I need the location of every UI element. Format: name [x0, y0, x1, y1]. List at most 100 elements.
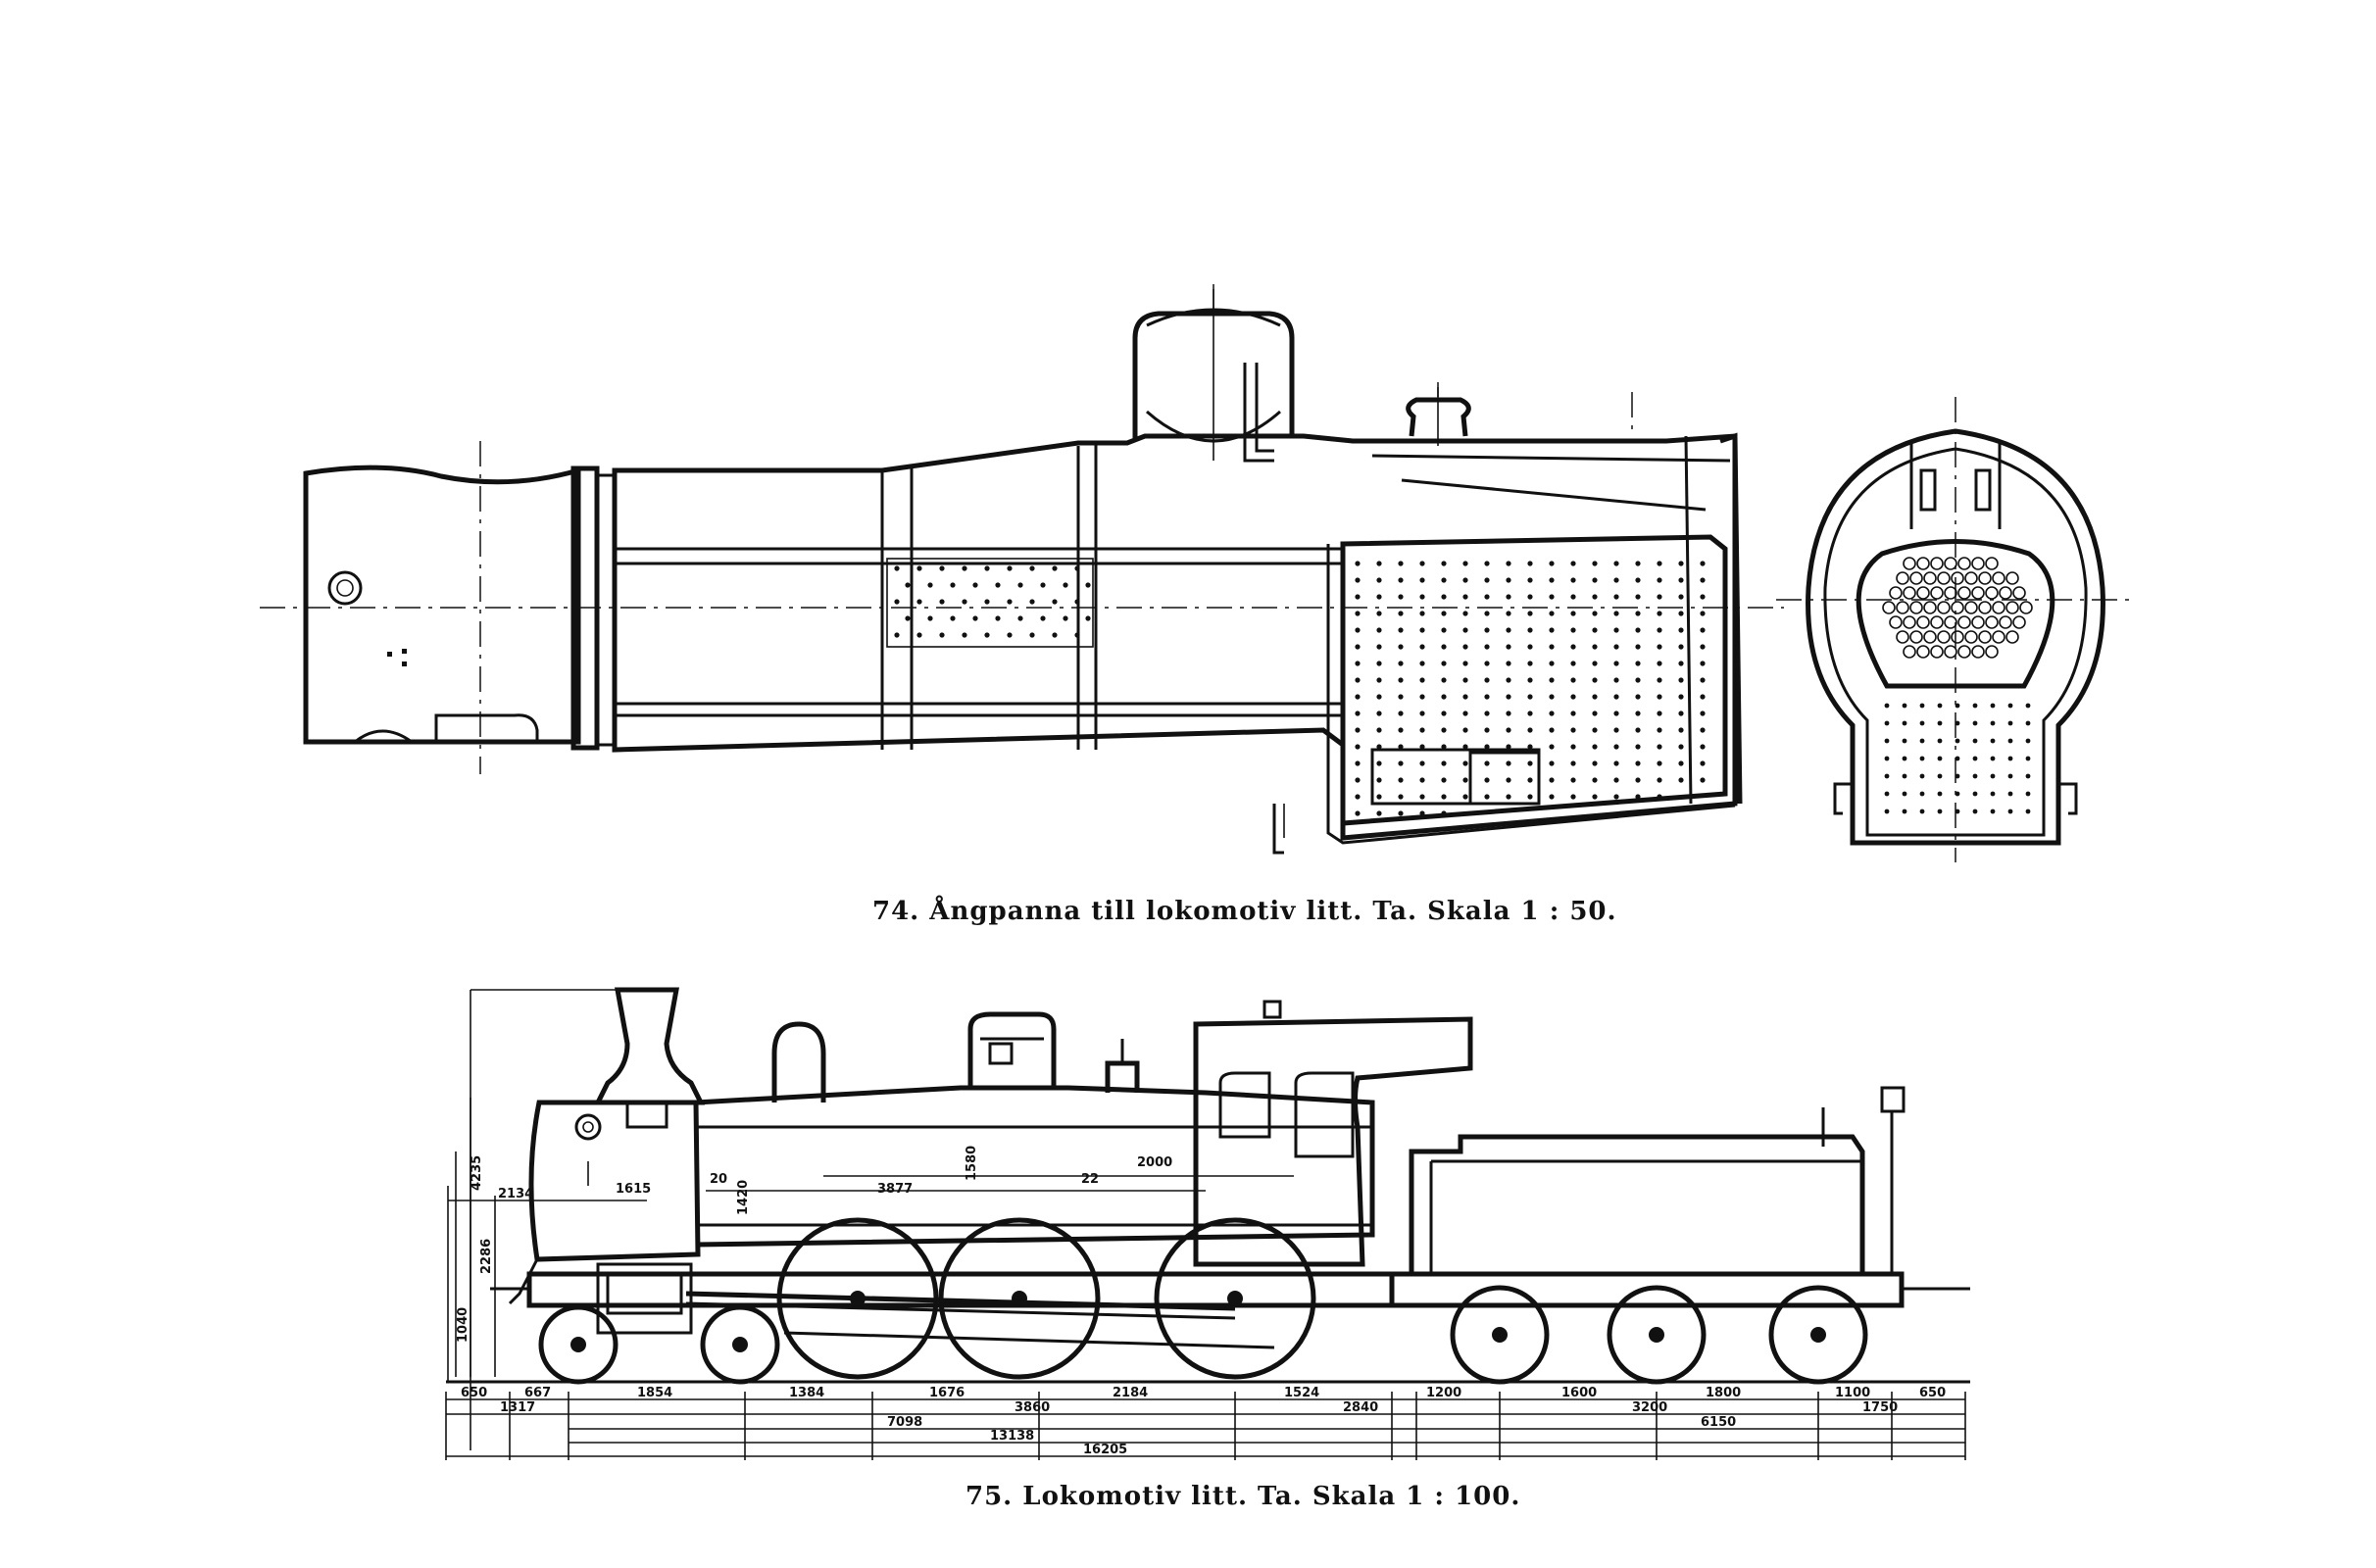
- dim-row1-1600: 1600: [1561, 1386, 1597, 1400]
- firebox-stay: [2025, 773, 2031, 779]
- staybolt: [1570, 561, 1576, 566]
- staybolt: [1678, 677, 1684, 683]
- boiler-tube: [2005, 601, 2019, 614]
- staybolt: [1549, 611, 1555, 616]
- staybolt: [1506, 577, 1511, 583]
- staybolt: [1441, 561, 1447, 566]
- staybolt: [1462, 644, 1468, 650]
- staybolt: [1549, 794, 1555, 800]
- barrel-rivet: [916, 632, 922, 638]
- staybolt: [1613, 644, 1619, 650]
- staybolt: [1657, 644, 1662, 650]
- firebox-stay: [2025, 791, 2031, 797]
- staybolt: [1657, 794, 1662, 800]
- dim-row3-7098: 7098: [887, 1415, 922, 1430]
- staybolt: [1570, 710, 1576, 716]
- staybolt: [1527, 777, 1533, 783]
- staybolt: [1398, 694, 1404, 700]
- staybolt: [1570, 777, 1576, 783]
- staybolt: [1657, 710, 1662, 716]
- staybolt: [1570, 744, 1576, 750]
- staybolt: [1657, 561, 1662, 566]
- staybolt: [1376, 710, 1382, 716]
- barrel-rivet: [950, 582, 956, 588]
- staybolt: [1570, 694, 1576, 700]
- staybolt: [1635, 710, 1641, 716]
- boiler-tube: [1978, 630, 1992, 644]
- wheel-hub: [1649, 1327, 1664, 1343]
- firebox-stay: [1884, 773, 1890, 779]
- firebox-stay: [1884, 738, 1890, 744]
- staybolt: [1592, 627, 1598, 633]
- dim-row4-13138: 13138: [990, 1429, 1034, 1444]
- staybolt: [1657, 661, 1662, 666]
- barrel-rivet: [1007, 599, 1013, 605]
- firebox-stay: [1937, 720, 1943, 726]
- boiler-tube: [1992, 571, 2005, 585]
- firebox-stay: [2007, 738, 2013, 744]
- staybolt: [1678, 760, 1684, 766]
- firebox-stay: [1937, 791, 1943, 797]
- boiler-tube: [1971, 586, 1985, 600]
- staybolt: [1700, 694, 1706, 700]
- staybolt: [1678, 744, 1684, 750]
- staybolt: [1484, 777, 1490, 783]
- staybolt: [1398, 794, 1404, 800]
- dim-row2-2840: 2840: [1343, 1400, 1378, 1415]
- staybolt: [1635, 577, 1641, 583]
- dim-row1-1200: 1200: [1426, 1386, 1461, 1400]
- firebox-staybolts: [1355, 561, 1706, 816]
- firebox-stay: [1884, 808, 1890, 814]
- staybolt: [1549, 760, 1555, 766]
- staybolt: [1592, 727, 1598, 733]
- barrel-rivet: [927, 615, 933, 621]
- staybolt: [1613, 627, 1619, 633]
- staybolt: [1376, 611, 1382, 616]
- staybolt: [1355, 710, 1361, 716]
- staybolt: [1506, 760, 1511, 766]
- staybolt: [1376, 594, 1382, 600]
- boiler-tube: [1964, 601, 1978, 614]
- firebox-stay: [2025, 808, 2031, 814]
- boiler-tube: [1903, 586, 1916, 600]
- staybolt: [1355, 577, 1361, 583]
- staybolt: [1419, 710, 1425, 716]
- staybolt: [1635, 594, 1641, 600]
- boiler-tube: [1964, 571, 1978, 585]
- staybolt: [1549, 627, 1555, 633]
- barrel-rivet: [1074, 565, 1080, 571]
- staybolt: [1355, 644, 1361, 650]
- staybolt: [1613, 561, 1619, 566]
- staybolt: [1441, 810, 1447, 816]
- dim-1040: 1040: [456, 1307, 470, 1343]
- staybolt: [1398, 710, 1404, 716]
- staybolt: [1462, 777, 1468, 783]
- barrel-rivet: [1017, 615, 1023, 621]
- staybolt: [1635, 794, 1641, 800]
- firebox-stay: [1884, 703, 1890, 709]
- boiler-tube: [1978, 571, 1992, 585]
- barrel-rivet: [1063, 615, 1068, 621]
- dim-row1-1100: 1100: [1835, 1386, 1870, 1400]
- staybolt: [1527, 561, 1533, 566]
- staybolt: [1484, 644, 1490, 650]
- staybolt: [1613, 760, 1619, 766]
- staybolt: [1441, 760, 1447, 766]
- firebox-stay: [1884, 720, 1890, 726]
- staybolt: [1462, 577, 1468, 583]
- boiler-tube: [1930, 645, 1944, 659]
- boiler-tube: [1903, 557, 1916, 570]
- boiler-tube: [1916, 586, 1930, 600]
- staybolt: [1398, 644, 1404, 650]
- boiler-tube: [1937, 571, 1951, 585]
- barrel-rivet: [1085, 582, 1091, 588]
- loco-frame: [490, 1262, 1970, 1335]
- barrel-rivet: [916, 565, 922, 571]
- barrel-rivet: [972, 615, 978, 621]
- wheel: [1154, 1217, 1316, 1380]
- staybolt: [1376, 794, 1382, 800]
- staybolt: [1635, 627, 1641, 633]
- firebox-stay: [1902, 773, 1907, 779]
- staybolt: [1398, 661, 1404, 666]
- boiler-tube: [1916, 645, 1930, 659]
